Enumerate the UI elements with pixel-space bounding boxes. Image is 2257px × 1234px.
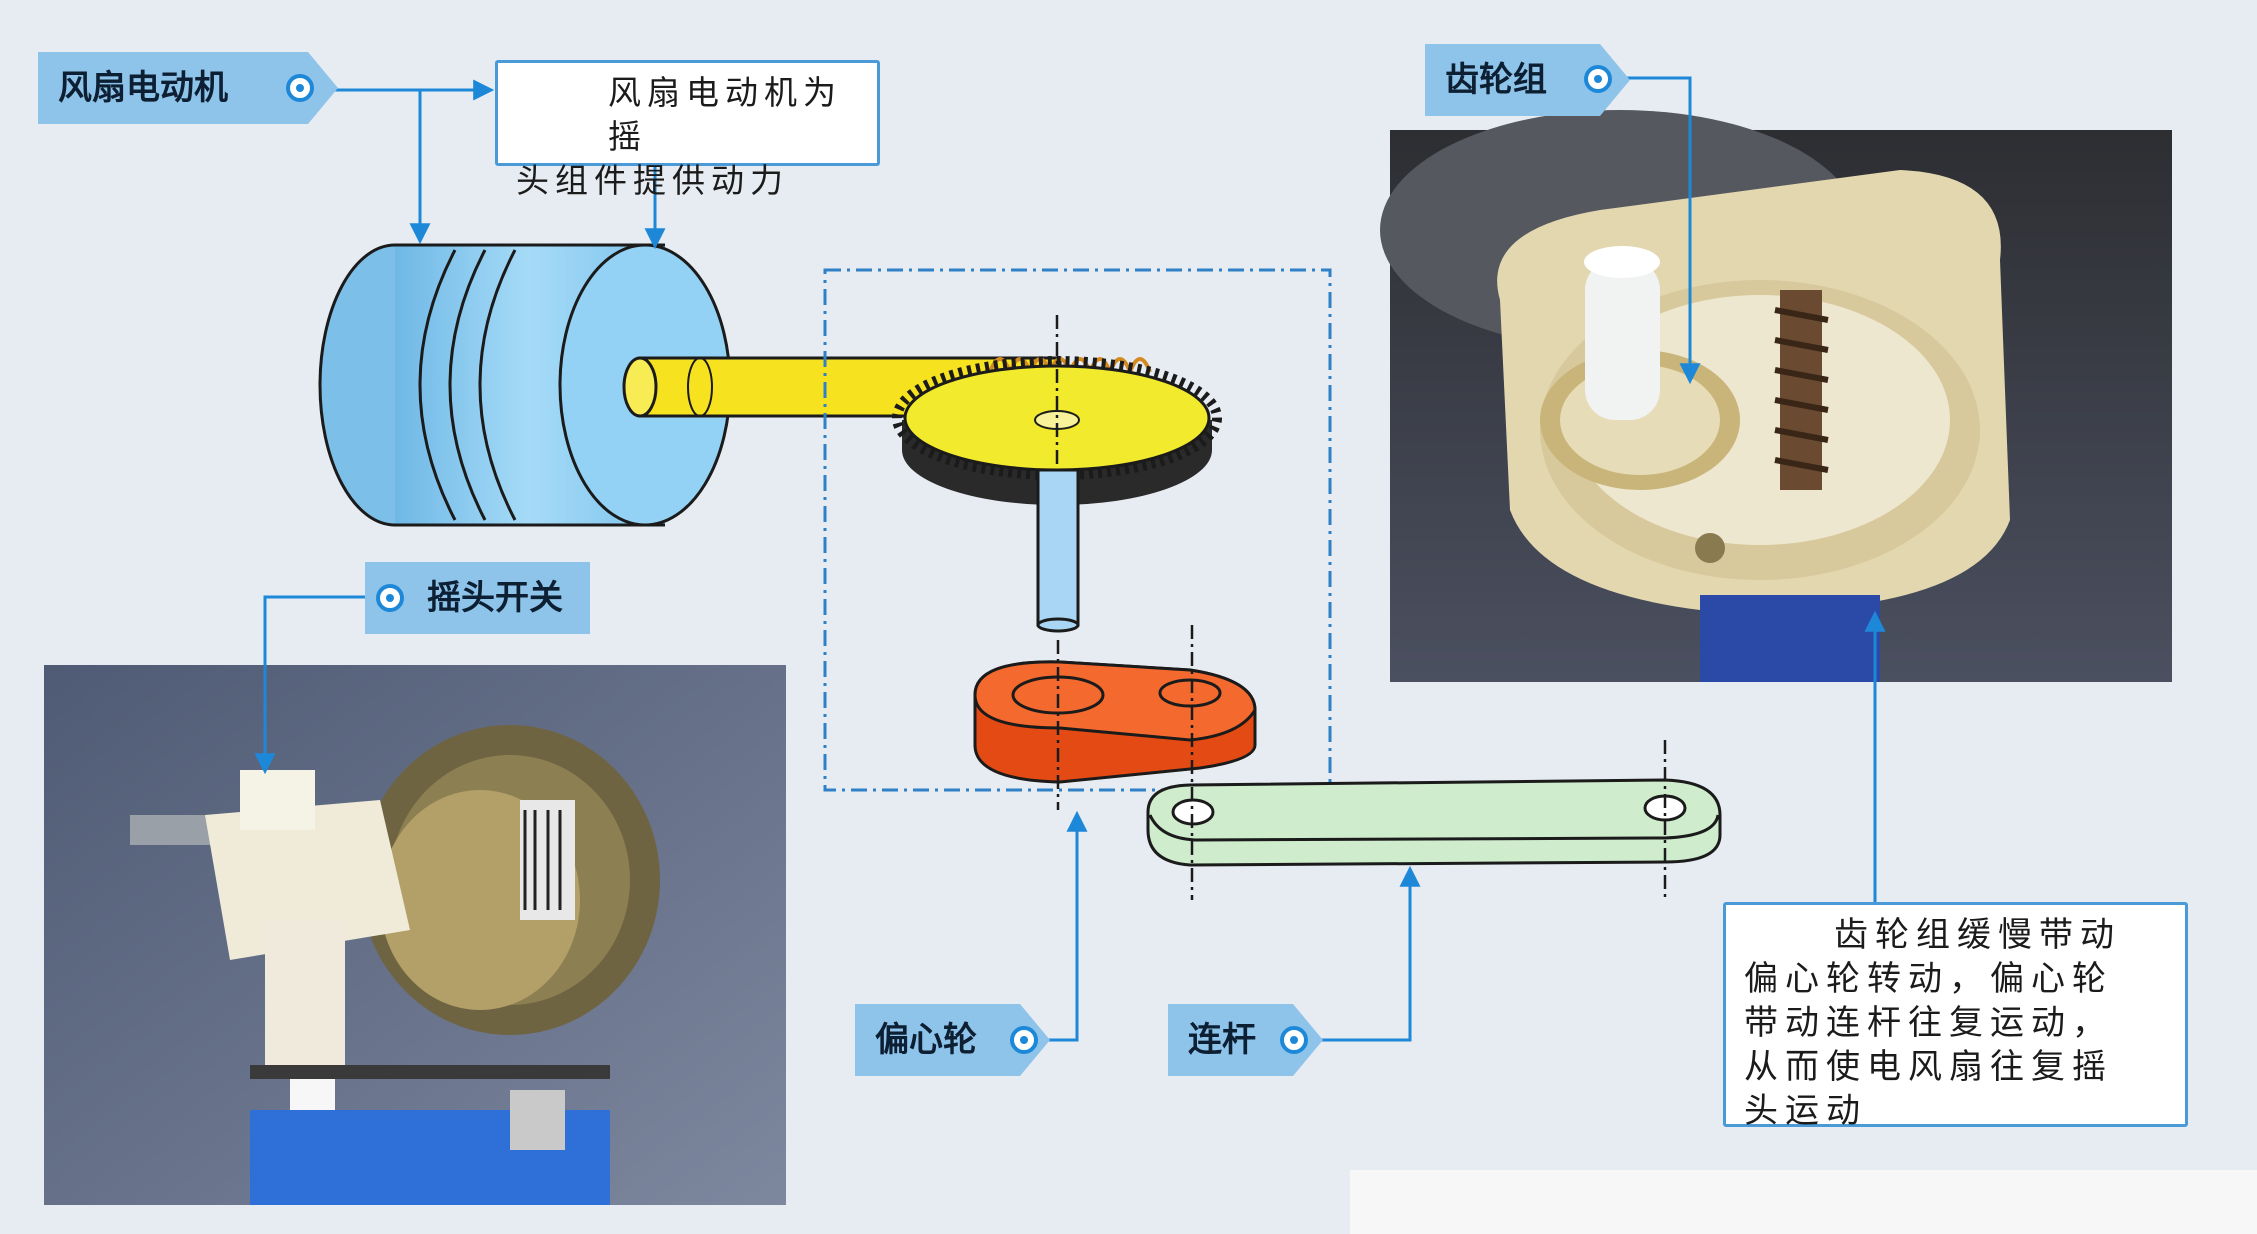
label-eccentric-wheel-text: 偏心轮 [875,1020,977,1060]
gear-note-line-2: 偏心轮转动，偏心轮 [1744,959,2113,999]
gear-group-photo [1380,110,2172,682]
leader-lines [254,76,1886,1042]
label-fan-motor: 风扇电动机 [38,52,338,124]
eccentric-wheel-illustration [973,660,1257,784]
gear-note-line-3: 带动连杆往复运动， [1744,1003,2113,1043]
connecting-rod-bullet-icon [1280,1026,1308,1054]
gear-group-description-note: 齿轮组缓慢带动 偏心轮转动，偏心轮 带动连杆往复运动， 从而使电风扇往复摇 头运… [1723,902,2188,1131]
connecting-rod-illustration [1146,778,1722,867]
oscillation-switch-photo [44,665,786,1205]
motor-note-line-2: 头组件提供动力 [516,161,789,200]
fan-motor-bullet-icon [286,74,314,102]
gear-note-line-5: 头运动 [1744,1091,1867,1131]
gear-note-line-1: 齿轮组缓慢带动 [1834,915,2121,955]
center-lines [1055,315,1667,900]
motor-description-note: 风扇电动机为摇 头组件提供动力 [495,60,880,200]
label-connecting-rod-text: 连杆 [1188,1020,1256,1060]
oscillation-switch-bullet-icon [376,584,404,612]
label-oscillation-switch-text: 摇头开关 [427,578,563,618]
label-gear-group-text: 齿轮组 [1445,60,1547,100]
gear-note-line-4: 从而使电风扇往复摇 [1744,1047,2113,1087]
label-fan-motor-text: 风扇电动机 [58,68,228,108]
eccentric-wheel-bullet-icon [1010,1026,1038,1054]
gear-group-bullet-icon [1584,65,1612,93]
dashdot-assembly-frame [823,268,1332,792]
motor-note-line-1: 风扇电动机为摇 [608,73,842,156]
